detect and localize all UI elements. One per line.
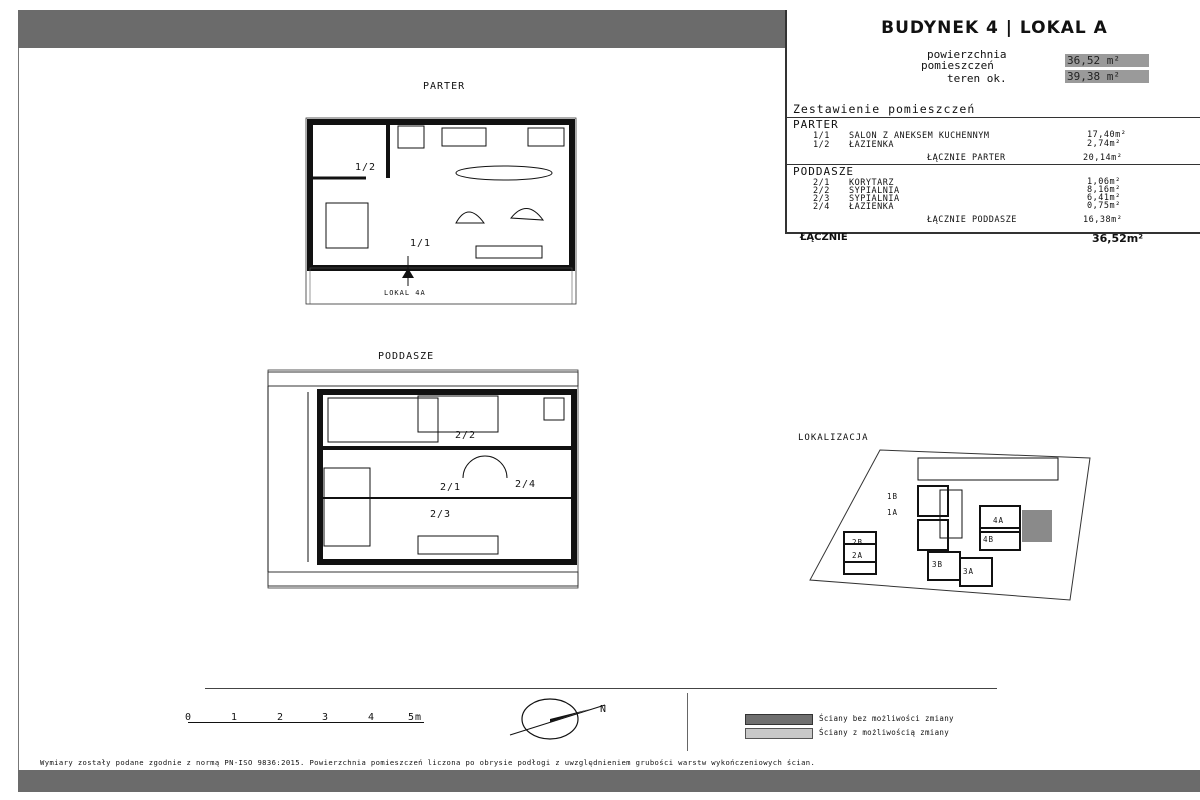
unit-label: 1A <box>887 508 899 517</box>
legend-label: Ściany z możliwością zmiany <box>819 728 950 737</box>
parter-total-value: 20,14m² <box>1083 153 1123 163</box>
scale-tick: 4 <box>368 712 376 723</box>
room-name: ŁAZIENKA <box>849 140 894 150</box>
grand-total-label: ŁĄCZNIE <box>800 232 848 243</box>
scale-bar <box>188 722 424 723</box>
title-box: BUDYNEK 4 | LOKAL A <box>785 10 1200 48</box>
unit-label: 2A <box>852 551 864 560</box>
scale-tick: 0 <box>185 712 193 723</box>
unit-label: 2B <box>852 538 864 547</box>
room-area: 8,16m² <box>1087 185 1121 195</box>
entrance-label: LOKAL 4A <box>384 289 426 297</box>
legend-divider <box>687 693 688 751</box>
page-title: BUDYNEK 4 | LOKAL A <box>881 18 1108 38</box>
room-area: 0,75m² <box>1087 201 1121 211</box>
room-name: ŁAZIENKA <box>849 202 894 212</box>
room-num: 2/4 <box>813 202 830 212</box>
room-num: 2/1 <box>813 178 830 188</box>
room-label: 2/4 <box>515 479 537 490</box>
scale-divider <box>205 688 997 689</box>
poddasze-total-value: 16,38m² <box>1083 215 1123 225</box>
footer-disclaimer: Wymiary zostały podane zgodnie z normą P… <box>40 758 816 767</box>
unit-label: 1B <box>887 492 899 501</box>
room-name: KORYTARZ <box>849 178 894 188</box>
area-label-1: powierzchnia <box>927 48 1007 61</box>
compass-icon <box>509 698 606 740</box>
scale-tick: 2 <box>277 712 285 723</box>
room-label: 1/2 <box>355 162 377 173</box>
room-label: 2/2 <box>455 430 477 441</box>
unit-label: 3B <box>932 560 944 569</box>
terrain-label: teren ok. <box>947 72 1007 85</box>
unit-label: 3A <box>963 567 975 576</box>
grand-total-value: 36,52m² <box>1092 232 1144 245</box>
poddasze-total-label: ŁĄCZNIE PODDASZE <box>927 215 1017 225</box>
terrain-value: 39,38 m² <box>1065 70 1149 83</box>
room-area: 17,40m² <box>1087 130 1127 140</box>
room-area: 6,41m² <box>1087 193 1121 203</box>
room-area: 2,74m² <box>1087 139 1121 149</box>
legend-swatch-changeable <box>745 728 813 739</box>
drawing-sheet <box>18 48 1200 770</box>
legend-label: Ściany bez możliwości zmiany <box>819 714 954 723</box>
room-label: 2/3 <box>430 509 452 520</box>
room-name: SALON Z ANEKSEM KUCHENNYM <box>849 131 990 141</box>
room-num: 1/2 <box>813 140 830 150</box>
bottom-bar <box>18 770 1200 792</box>
parter-plan-title: PARTER <box>423 81 466 92</box>
compass-label: N <box>600 704 608 715</box>
scale-tick: 5m <box>408 712 423 723</box>
room-label: 2/1 <box>440 482 462 493</box>
area-label-2: pomieszczeń <box>921 59 994 72</box>
legend-swatch-fixed <box>745 714 813 725</box>
parter-total-label: ŁĄCZNIE PARTER <box>927 153 1006 163</box>
scale-tick: 1 <box>231 712 239 723</box>
room-num: 2/3 <box>813 194 830 204</box>
poddasze-plan-title: PODDASZE <box>378 351 435 362</box>
room-num: 2/2 <box>813 186 830 196</box>
parter-heading: PARTER <box>793 118 839 131</box>
room-num: 1/1 <box>813 131 830 141</box>
parter-floor-plan <box>305 117 577 305</box>
room-name: SYPIALNIA <box>849 194 900 204</box>
location-map <box>809 449 1091 601</box>
room-name: SYPIALNIA <box>849 186 900 196</box>
room-schedule: powierzchnia pomieszczeń 36,52 m² teren … <box>785 48 1200 234</box>
rooms-heading: Zestawienie pomieszczeń <box>793 102 976 116</box>
location-heading: LOKALIZACJA <box>798 433 869 443</box>
unit-label: 4A <box>993 516 1005 525</box>
unit-label: 4B <box>983 535 995 544</box>
poddasze-floor-plan <box>267 369 579 589</box>
room-area: 1,06m² <box>1087 177 1121 187</box>
room-label: 1/1 <box>410 238 432 249</box>
area-value: 36,52 m² <box>1065 54 1149 67</box>
poddasze-heading: PODDASZE <box>793 165 854 178</box>
scale-tick: 3 <box>322 712 330 723</box>
